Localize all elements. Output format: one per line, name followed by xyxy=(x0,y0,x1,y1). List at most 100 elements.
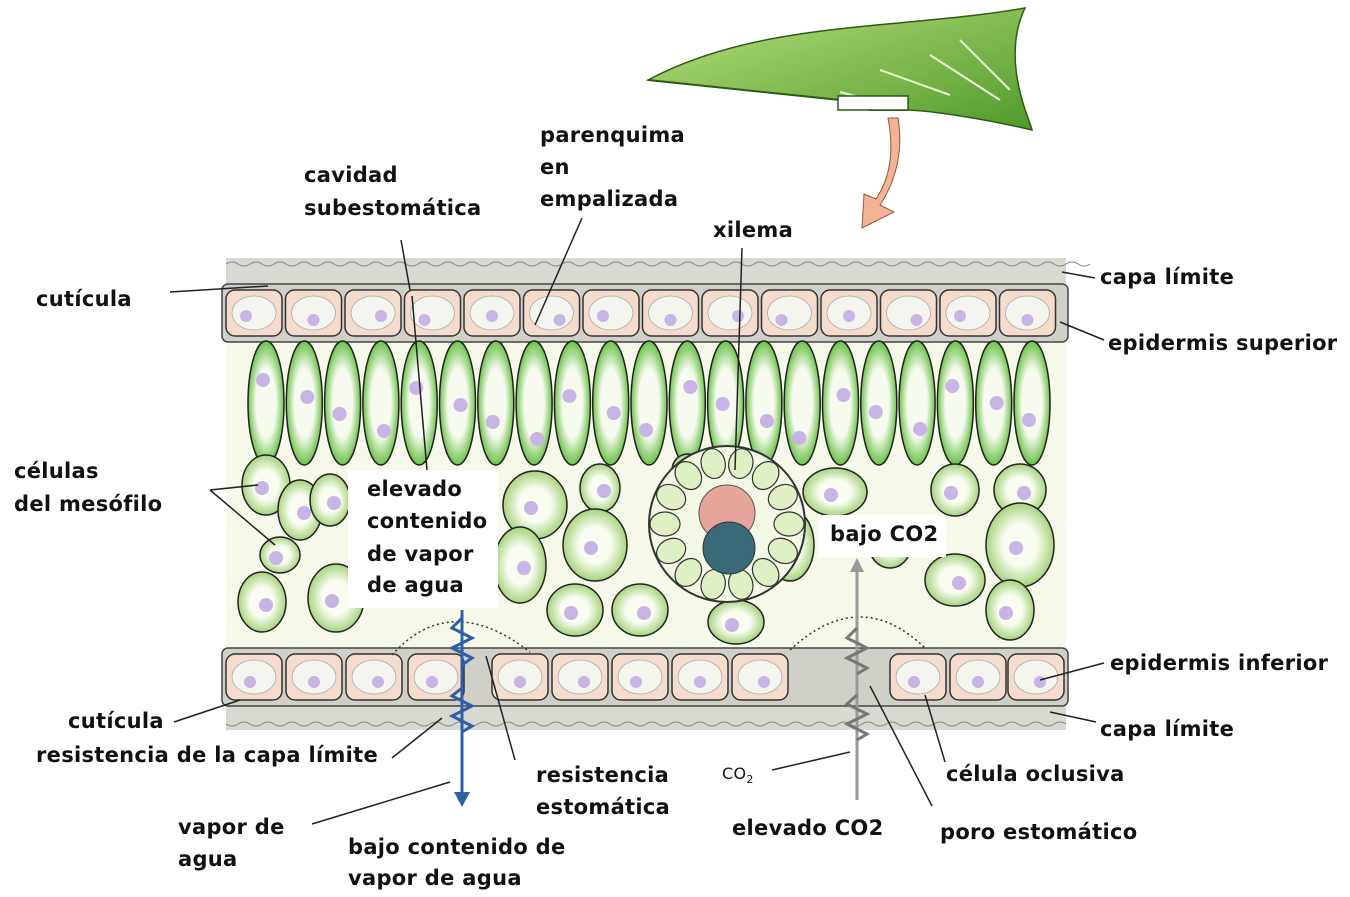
palisade-cell xyxy=(363,341,399,465)
vascular-bundle xyxy=(649,446,805,602)
lower-epidermis-cell xyxy=(286,654,342,700)
phloem-tissue xyxy=(703,522,755,574)
upper-epidermis-cell xyxy=(762,290,818,336)
cell-nucleus xyxy=(665,314,677,326)
cell-nucleus xyxy=(776,314,788,326)
cell-nucleus xyxy=(637,606,651,620)
cell-nucleus xyxy=(725,618,739,632)
cell-nucleus xyxy=(1022,413,1036,427)
cell-nucleus xyxy=(375,310,387,322)
label-elevado-vapor-line1: elevado xyxy=(367,474,462,505)
cell-nucleus xyxy=(259,598,273,612)
mesophyll-cell xyxy=(925,554,985,606)
label-elevado-vapor-line4: de agua xyxy=(367,570,464,601)
lower-epidermis-cell xyxy=(890,654,946,700)
cell-nucleus xyxy=(256,373,270,387)
palisade-cell xyxy=(861,341,897,465)
label-vapor-agua-line2: agua xyxy=(178,844,238,875)
label-parenquima-line2: en xyxy=(540,152,570,183)
lower-epidermis-cell xyxy=(672,654,728,700)
cell-nucleus xyxy=(530,432,544,446)
label-parenquima-line1: parenquima xyxy=(540,120,685,151)
cell-nucleus xyxy=(597,310,609,322)
label-bajo-vapor-line1: bajo contenido de xyxy=(348,832,566,863)
cell-nucleus xyxy=(240,310,252,322)
cell-nucleus xyxy=(244,676,256,688)
lower-epidermis-cell xyxy=(612,654,668,700)
cell-nucleus xyxy=(377,424,391,438)
label-cavidad-line1: cavidad xyxy=(304,160,398,191)
cell-nucleus xyxy=(760,414,774,428)
palisade-cell xyxy=(248,341,284,465)
upper-epidermis-cell xyxy=(940,290,996,336)
upper-epidermis-cell xyxy=(881,290,937,336)
label-epidermis-superior: epidermis superior xyxy=(1108,328,1337,359)
palisade-cell xyxy=(286,341,322,465)
label-capa-limite-top: capa límite xyxy=(1100,262,1234,293)
upper-epidermis-cell xyxy=(464,290,520,336)
label-resistencia-capa-limite: resistencia de la capa límite xyxy=(36,740,378,771)
palisade-cell xyxy=(899,341,935,465)
cell-nucleus xyxy=(554,314,566,326)
upper-epidermis-cell xyxy=(643,290,699,336)
label-elevado-co2: elevado CO2 xyxy=(732,813,884,844)
cell-nucleus xyxy=(486,415,500,429)
cell-nucleus xyxy=(911,314,923,326)
bundle-sheath-cell xyxy=(774,512,804,536)
co2-small-main: CO xyxy=(722,764,746,783)
cell-nucleus xyxy=(639,423,653,437)
cell-nucleus xyxy=(908,676,920,688)
label-bajo-vapor-line2: vapor de agua xyxy=(348,863,522,894)
cell-nucleus xyxy=(1022,314,1034,326)
label-elevado-vapor-line3: de vapor xyxy=(367,539,474,570)
palisade-cell xyxy=(325,341,361,465)
palisade-cell xyxy=(823,341,859,465)
cell-nucleus xyxy=(308,676,320,688)
mesophyll-cell xyxy=(580,464,620,512)
cell-nucleus xyxy=(913,422,927,436)
label-co2-small: CO2 xyxy=(722,758,754,795)
cell-nucleus xyxy=(486,310,498,322)
upper-epidermis-cell xyxy=(821,290,877,336)
upper-epidermis-cell xyxy=(702,290,758,336)
cell-nucleus xyxy=(758,676,770,688)
cell-nucleus xyxy=(524,501,538,515)
cell-nucleus xyxy=(300,390,314,404)
cell-nucleus xyxy=(1034,676,1046,688)
bundle-sheath-cell xyxy=(650,512,680,536)
cell-nucleus xyxy=(426,676,438,688)
cell-nucleus xyxy=(945,379,959,393)
palisade-cell xyxy=(593,341,629,465)
cell-nucleus xyxy=(716,397,730,411)
lower-epidermis-cell xyxy=(950,654,1006,700)
cell-nucleus xyxy=(694,676,706,688)
upper-epidermis-cell xyxy=(583,290,639,336)
palisade-cell xyxy=(516,341,552,465)
label-capa-limite-bottom: capa límite xyxy=(1100,714,1234,745)
palisade-cell xyxy=(401,341,437,465)
palisade-cell xyxy=(1014,341,1050,465)
mesophyll-cell xyxy=(494,527,546,603)
mesophyll-cell xyxy=(238,572,286,632)
cell-nucleus xyxy=(564,606,578,620)
cell-nucleus xyxy=(952,576,966,590)
cell-nucleus xyxy=(454,398,468,412)
cell-nucleus xyxy=(578,676,590,688)
cell-nucleus xyxy=(944,486,958,500)
palisade-cell xyxy=(976,341,1012,465)
label-celula-oclusiva: célula oclusiva xyxy=(946,759,1125,790)
label-poro-estomatico: poro estomático xyxy=(940,817,1137,848)
mesophyll-cell xyxy=(803,468,867,516)
label-elevado-vapor-line2: contenido xyxy=(367,506,487,537)
label-resistencia-estomatica-line1: resistencia xyxy=(536,760,669,791)
cell-nucleus xyxy=(269,551,283,565)
cell-nucleus xyxy=(683,380,697,394)
cell-nucleus xyxy=(954,310,966,322)
mesophyll-cell xyxy=(547,584,603,636)
cell-nucleus xyxy=(584,541,598,555)
cell-nucleus xyxy=(824,488,838,502)
label-resistencia-estomatica-line2: estomática xyxy=(536,792,670,823)
cell-nucleus xyxy=(372,676,384,688)
upper-epidermis-cell xyxy=(524,290,580,336)
cell-nucleus xyxy=(327,496,341,510)
